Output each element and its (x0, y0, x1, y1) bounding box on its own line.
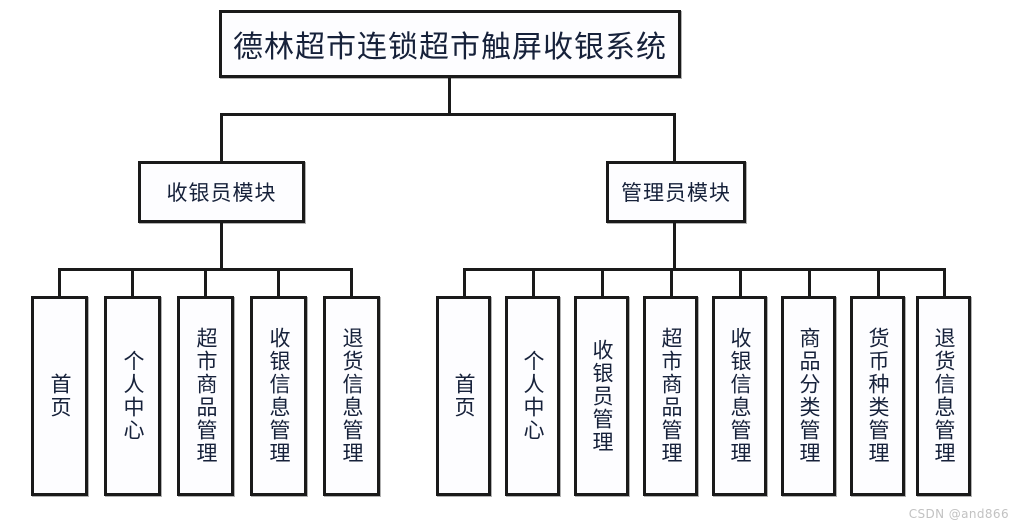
connector-cashier-stem (220, 223, 223, 268)
root-node-label: 德林超市连锁超市触屏收银系统 (233, 31, 667, 64)
module-node-cashier-label: 收银员模块 (166, 181, 277, 205)
connector-admin-drop-5 (739, 268, 742, 296)
module-node-admin[interactable]: 管理员模块 (606, 161, 746, 223)
leaf-node-admin-5[interactable]: 收银信息管理 (712, 296, 767, 496)
leaf-node-cashier-4[interactable]: 收银信息管理 (250, 296, 307, 496)
leaf-node-admin-6[interactable]: 商品分类管理 (781, 296, 836, 496)
leaf-node-admin-4[interactable]: 超市商品管理 (643, 296, 698, 496)
csdn-watermark: CSDN @and866 (908, 507, 1009, 521)
connector-admin-drop-7 (877, 268, 880, 296)
leaf-node-cashier-4-label: 收银信息管理 (266, 327, 291, 465)
leaf-node-cashier-3-label: 超市商品管理 (193, 327, 218, 465)
connector-root-stem (448, 78, 451, 113)
leaf-node-cashier-2-label: 个人中心 (120, 350, 145, 442)
connector-admin-drop-2 (532, 268, 535, 296)
leaf-node-admin-3[interactable]: 收银员管理 (574, 296, 629, 496)
connector-admin-bus (463, 268, 946, 271)
leaf-node-admin-1[interactable]: 首页 (436, 296, 491, 496)
root-node-system-title[interactable]: 德林超市连锁超市触屏收银系统 (219, 10, 681, 78)
connector-cashier-drop-3 (204, 268, 207, 296)
leaf-node-admin-2[interactable]: 个人中心 (505, 296, 560, 496)
leaf-node-cashier-1[interactable]: 首页 (31, 296, 88, 496)
leaf-node-admin-5-label: 收银信息管理 (727, 327, 752, 465)
connector-admin-drop-4 (670, 268, 673, 296)
leaf-node-admin-3-label: 收银员管理 (589, 338, 614, 454)
leaf-node-admin-2-label: 个人中心 (520, 350, 545, 442)
leaf-node-admin-6-label: 商品分类管理 (796, 327, 821, 465)
module-node-admin-label: 管理员模块 (621, 181, 731, 205)
leaf-node-admin-1-label: 首页 (451, 373, 476, 419)
connector-admin-stem (673, 223, 676, 268)
leaf-node-admin-8[interactable]: 退货信息管理 (916, 296, 971, 496)
leaf-node-cashier-5[interactable]: 退货信息管理 (323, 296, 380, 496)
connector-cashier-drop-5 (350, 268, 353, 296)
connector-cashier-drop-2 (131, 268, 134, 296)
leaf-node-admin-8-label: 退货信息管理 (931, 327, 956, 465)
leaf-node-cashier-3[interactable]: 超市商品管理 (177, 296, 234, 496)
connector-level1-drop-admin (673, 113, 676, 161)
module-node-cashier[interactable]: 收银员模块 (138, 161, 305, 223)
connector-admin-drop-8 (943, 268, 946, 296)
leaf-node-admin-7[interactable]: 货币种类管理 (850, 296, 905, 496)
connector-cashier-drop-4 (277, 268, 280, 296)
connector-level1-bus (220, 113, 676, 116)
connector-cashier-drop-1 (58, 268, 61, 296)
leaf-node-cashier-1-label: 首页 (47, 373, 72, 419)
leaf-node-cashier-5-label: 退货信息管理 (339, 327, 364, 465)
leaf-node-admin-4-label: 超市商品管理 (658, 327, 683, 465)
connector-admin-drop-1 (463, 268, 466, 296)
connector-admin-drop-6 (808, 268, 811, 296)
leaf-node-admin-7-label: 货币种类管理 (865, 327, 890, 465)
connector-level1-drop-cashier (220, 113, 223, 161)
leaf-node-cashier-2[interactable]: 个人中心 (104, 296, 161, 496)
connector-admin-drop-3 (601, 268, 604, 296)
